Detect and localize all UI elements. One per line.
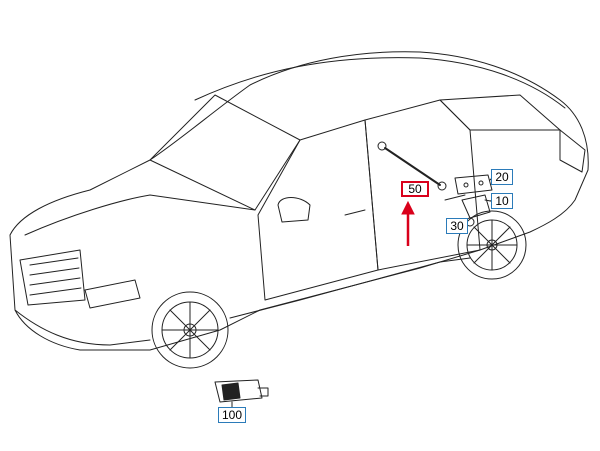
rear-wheel-outer	[457, 210, 527, 280]
part-100-module	[214, 379, 269, 403]
rear-door-handle	[444, 194, 466, 201]
windshield	[149, 94, 301, 211]
rear-door	[364, 99, 481, 271]
part-50-rod	[377, 141, 447, 191]
roof-line	[194, 57, 566, 109]
rear-window	[439, 94, 561, 131]
headlight	[84, 279, 141, 309]
part-20-bracket	[454, 174, 493, 195]
front-bumper	[14, 309, 151, 346]
front-door	[257, 119, 379, 301]
callout-30[interactable]: 30	[446, 218, 468, 234]
rear-lamp	[559, 129, 586, 173]
hood-line	[24, 194, 256, 236]
front-wheel-outer	[151, 291, 229, 369]
front-door-handle	[344, 209, 366, 216]
callout-50[interactable]: 50	[401, 181, 429, 197]
callout-10[interactable]: 10	[491, 193, 513, 209]
highlight-arrow	[401, 200, 415, 246]
side-sill	[229, 257, 471, 319]
side-mirror	[277, 197, 311, 223]
callout-20[interactable]: 20	[491, 169, 513, 185]
callout-100[interactable]: 100	[218, 407, 246, 423]
grille	[19, 249, 86, 306]
